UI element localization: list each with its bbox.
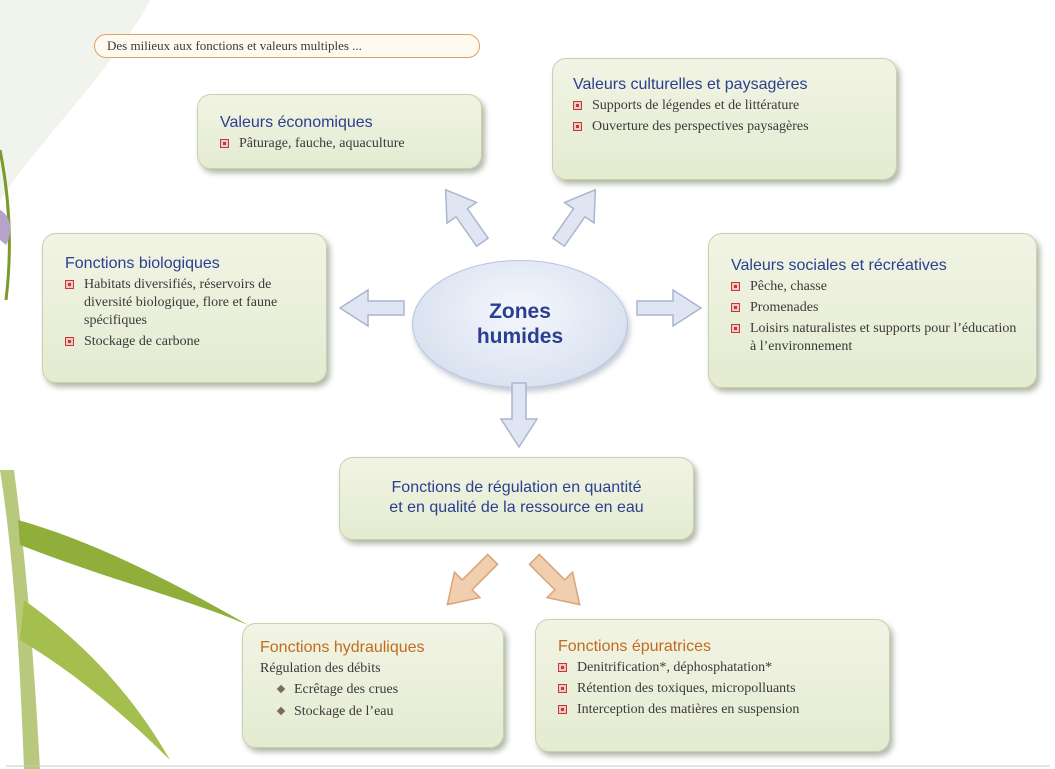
- bamboo-stem: [0, 470, 40, 769]
- background-swoosh: [0, 0, 150, 200]
- diamond-bullet-icon: [276, 684, 286, 694]
- item-list: Denitrification*, déphosphatation* Réten…: [558, 659, 875, 719]
- box-title: Valeurs culturelles et paysagères: [573, 76, 808, 93]
- box-title: Fonctions épuratrices: [558, 638, 711, 655]
- bamboo-leaf-right: [18, 520, 248, 625]
- box-valeurs-economiques: Valeurs économiques Pâturage, fauche, aq…: [197, 94, 482, 169]
- item-list: Pâturage, fauche, aquaculture: [220, 135, 467, 153]
- arrow-left-icon: [338, 288, 405, 328]
- flower-petal: [0, 210, 11, 245]
- box-title: Valeurs économiques: [220, 114, 373, 131]
- square-bullet-icon: [573, 122, 582, 131]
- list-item: Supports de légendes et de littérature: [573, 97, 882, 115]
- arrow-down-icon: [499, 382, 539, 449]
- box-fonctions-biologiques: Fonctions biologiques Habitats diversifi…: [42, 233, 327, 383]
- arrow-up-left-icon: [444, 188, 490, 248]
- square-bullet-icon: [731, 303, 740, 312]
- diamond-bullet-icon: [276, 706, 286, 716]
- square-bullet-icon: [731, 324, 740, 333]
- list-item: Promenades: [731, 299, 1021, 317]
- box-title: Fonctions hydrauliques: [260, 639, 425, 656]
- list-item: Habitats diversifiés, réservoirs de dive…: [65, 276, 295, 330]
- box-fonctions-regulation: Fonctions de régulation en quantité et e…: [339, 457, 694, 540]
- item-list: Habitats diversifiés, réservoirs de dive…: [65, 276, 295, 351]
- square-bullet-icon: [65, 280, 74, 289]
- item-list: Supports de légendes et de littérature O…: [573, 97, 882, 136]
- box-title: Valeurs sociales et récréatives: [731, 257, 947, 274]
- item-list: Ecrêtage des crues Stockage de l’eau: [260, 681, 489, 721]
- list-item: Rétention des toxiques, micropolluants: [558, 680, 875, 698]
- square-bullet-icon: [731, 282, 740, 291]
- square-bullet-icon: [558, 663, 567, 672]
- list-item: Interception des matières en suspension: [558, 701, 875, 719]
- list-item: Stockage de carbone: [65, 333, 295, 351]
- box-title: Fonctions biologiques: [65, 255, 220, 272]
- bamboo-leaf-lower: [20, 600, 170, 760]
- square-bullet-icon: [558, 684, 567, 693]
- arrow-down-left-icon: [446, 553, 499, 606]
- box-valeurs-culturelles: Valeurs culturelles et paysagères Suppor…: [552, 58, 897, 180]
- list-item: Ecrêtage des crues: [260, 681, 489, 699]
- box-fonctions-epuratrices: Fonctions épuratrices Denitrification*, …: [535, 619, 890, 752]
- box-title-line-2: et en qualité de la ressource en eau: [389, 499, 644, 516]
- square-bullet-icon: [65, 337, 74, 346]
- center-label: Zones humides: [476, 300, 564, 348]
- arrow-up-right-icon: [551, 188, 597, 248]
- box-title-line-1: Fonctions de régulation en quantité: [391, 479, 642, 496]
- arrow-down-right-icon: [528, 553, 581, 606]
- item-list: Pêche, chasse Promenades Loisirs natural…: [731, 278, 1021, 356]
- list-item: Pâturage, fauche, aquaculture: [220, 135, 467, 153]
- list-item: Stockage de l’eau: [260, 703, 489, 721]
- square-bullet-icon: [558, 705, 567, 714]
- list-item: Loisirs naturalistes et supports pour l’…: [731, 320, 1021, 356]
- arrow-right-icon: [636, 288, 703, 328]
- square-bullet-icon: [573, 101, 582, 110]
- center-node-zones-humides: Zones humides: [412, 260, 628, 388]
- box-fonctions-hydrauliques: Fonctions hydrauliques Régulation des dé…: [242, 623, 504, 748]
- box-subtitle: Régulation des débits: [260, 661, 381, 676]
- list-item: Pêche, chasse: [731, 278, 1021, 296]
- header-caption: Des milieux aux fonctions et valeurs mul…: [94, 34, 480, 58]
- list-item: Denitrification*, déphosphatation*: [558, 659, 875, 677]
- square-bullet-icon: [220, 139, 229, 148]
- list-item: Ouverture des perspectives paysagères: [573, 118, 882, 136]
- box-valeurs-sociales: Valeurs sociales et récréatives Pêche, c…: [708, 233, 1037, 388]
